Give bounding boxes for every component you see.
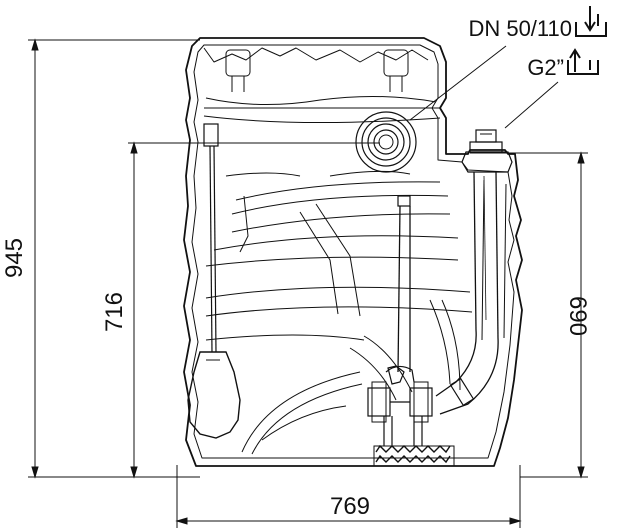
internal-pipe: [397, 195, 411, 373]
inlet-connection: [355, 111, 417, 173]
dimension-total-height: 945: [1, 238, 28, 278]
outlet-label: G2”: [527, 55, 564, 80]
dimension-outlet-height: 690: [564, 296, 591, 336]
float-switch: [187, 123, 241, 439]
pump-assembly: [367, 365, 455, 467]
dimension-lines: [28, 38, 588, 528]
lifting-station-tank: [183, 37, 523, 467]
discharge-pipe: [435, 129, 513, 415]
dimension-inlet-height: 716: [101, 292, 128, 332]
dimension-width: 769: [330, 493, 370, 520]
pipe-inlet-arrow-down-icon: [575, 6, 607, 37]
pipe-outlet-arrow-up-icon: [567, 48, 599, 75]
inlet-label: DN 50/110: [468, 16, 572, 41]
